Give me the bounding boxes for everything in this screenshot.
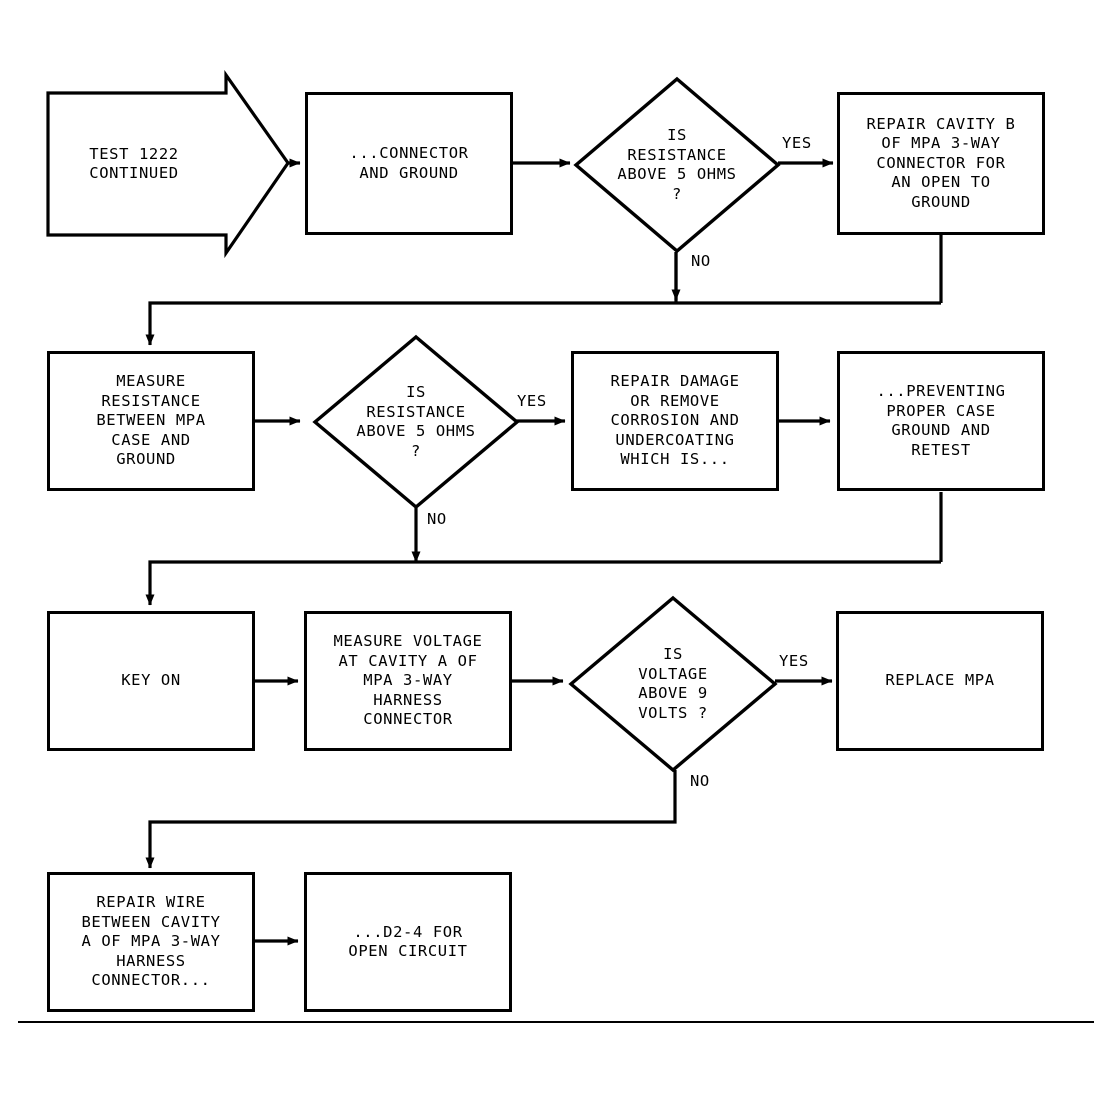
edge-label-no-row2: NO xyxy=(427,510,447,528)
repair-wire-label: REPAIR WIRE BETWEEN CAVITY A OF MPA 3-WA… xyxy=(81,893,221,990)
repair-cavity-b-label: REPAIR CAVITY B OF MPA 3-WAY CONNECTOR F… xyxy=(866,114,1016,211)
replace-mpa-box[interactable]: REPLACE MPA xyxy=(836,611,1044,751)
measure-resistance-label: MEASURE RESISTANCE BETWEEN MPA CASE AND … xyxy=(96,372,206,469)
d2-4-open-circuit-box[interactable]: ...D2-4 FOR OPEN CIRCUIT xyxy=(304,872,512,1012)
repair-damage-remove-corrosion-box[interactable]: REPAIR DAMAGE OR REMOVE CORROSION AND UN… xyxy=(571,351,779,491)
resistance-above-5-ohms-decision-1[interactable]: IS RESISTANCE ABOVE 5 OHMS ? xyxy=(573,76,781,254)
repair-cavity-b-box[interactable]: REPAIR CAVITY B OF MPA 3-WAY CONNECTOR F… xyxy=(837,92,1045,235)
connector-and-ground-box[interactable]: ...CONNECTOR AND GROUND xyxy=(305,92,513,235)
connector-and-ground-label: ...CONNECTOR AND GROUND xyxy=(349,144,469,182)
replace-mpa-label: REPLACE MPA xyxy=(885,671,995,690)
edge-label-no-row3: NO xyxy=(690,772,710,790)
decision-3-label: IS VOLTAGE ABOVE 9 VOLTS ? xyxy=(638,645,708,722)
key-on-box[interactable]: KEY ON xyxy=(47,611,255,751)
resistance-above-5-ohms-decision-2[interactable]: IS RESISTANCE ABOVE 5 OHMS ? xyxy=(312,334,520,510)
preventing-proper-case-ground-box[interactable]: ...PREVENTING PROPER CASE GROUND AND RET… xyxy=(837,351,1045,491)
banner-label: TEST 1222 CONTINUED xyxy=(89,144,179,183)
repair-damage-label: REPAIR DAMAGE OR REMOVE CORROSION AND UN… xyxy=(610,372,740,469)
edge-label-yes-row1: YES xyxy=(782,134,812,152)
measure-resistance-mpa-case-box[interactable]: MEASURE RESISTANCE BETWEEN MPA CASE AND … xyxy=(47,351,255,491)
decision-1-label: IS RESISTANCE ABOVE 5 OHMS ? xyxy=(617,126,737,203)
d2-4-open-circuit-label: ...D2-4 FOR OPEN CIRCUIT xyxy=(348,922,468,961)
edge-label-no-row1: NO xyxy=(691,252,711,270)
test-continued-banner[interactable]: TEST 1222 CONTINUED xyxy=(44,70,292,258)
preventing-proper-case-ground-label: ...PREVENTING PROPER CASE GROUND AND RET… xyxy=(876,382,1006,459)
measure-voltage-cavity-a-box[interactable]: MEASURE VOLTAGE AT CAVITY A OF MPA 3-WAY… xyxy=(304,611,512,751)
measure-voltage-label: MEASURE VOLTAGE AT CAVITY A OF MPA 3-WAY… xyxy=(333,632,483,729)
voltage-above-9-volts-decision[interactable]: IS VOLTAGE ABOVE 9 VOLTS ? xyxy=(568,595,778,773)
repair-wire-cavity-a-box[interactable]: REPAIR WIRE BETWEEN CAVITY A OF MPA 3-WA… xyxy=(47,872,255,1012)
decision-2-label: IS RESISTANCE ABOVE 5 OHMS ? xyxy=(356,383,476,460)
edge-label-yes-row3: YES xyxy=(779,652,809,670)
footer-rule xyxy=(18,1021,1094,1023)
edge-label-yes-row2: YES xyxy=(517,392,547,410)
key-on-label: KEY ON xyxy=(121,671,181,690)
